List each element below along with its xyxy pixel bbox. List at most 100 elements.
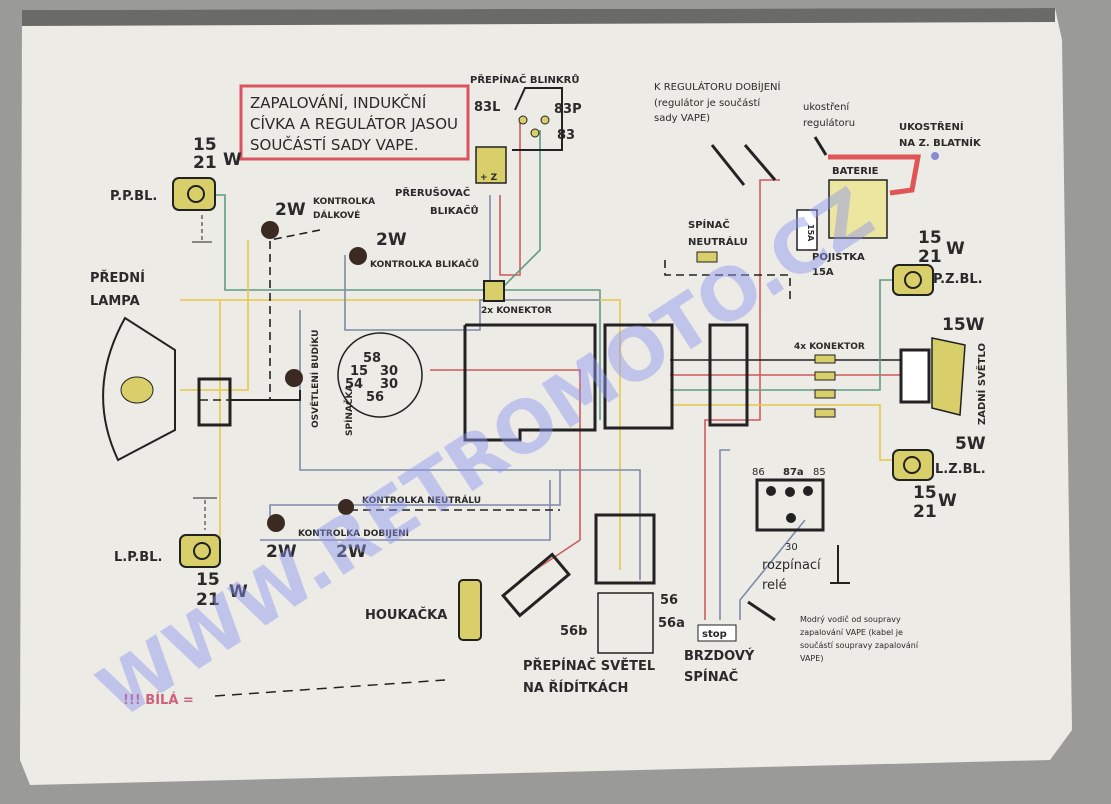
brake-switch-stop: stop [702,629,727,640]
flasher-title: PŘERUŠOVAČ [395,186,470,199]
blinker-label: P.Z.BL. [933,272,983,287]
headlamp-label: LAMPA [90,294,140,309]
wattage: 21 [196,590,220,610]
wattage: 15 [918,228,942,248]
tail-light [931,337,966,416]
blinker-indicator-lamp [349,247,367,265]
blue-wire-note: zapalování VAPE (kabel je [800,628,903,637]
lamp-label: KONTROLKA BLIKAČŮ [370,258,479,270]
terminal-label: 56 [366,390,384,405]
battery-title: BATERIE [832,166,879,177]
wattage: W [946,239,965,259]
neutral-lamp [338,499,354,515]
ground-note: UKOSTŘENÍ [899,120,964,133]
ground-note: NA Z. BLATNÍK [899,136,982,149]
blue-wire-note: Modrý vodič od soupravy [800,614,901,624]
wire-blue-4 [719,449,730,620]
wire-white-dashed-3 [664,260,791,300]
legend-dashed-line [214,679,446,697]
wattage: 5W [955,434,986,454]
headlamp [102,316,176,462]
notice-line: SOUČÁSTÍ SADY VAPE. [250,135,419,154]
relay [755,478,825,532]
front-left-blinker [179,497,221,568]
lamp-watt: 2W [275,200,306,220]
wire-green [215,194,601,420]
wire-white-dashed [200,229,321,401]
arrow-icon [710,136,828,622]
terminal-label: 87a [783,467,804,478]
terminal-label: 86 [752,467,765,478]
terminal-label: 58 [363,351,381,366]
light-switch-label: NA ŘÍDÍTKÁCH [523,680,628,696]
terminal [540,115,550,125]
wattage: W [229,582,248,602]
wattage: 15 [193,135,217,155]
lamp-label: KONTROLKA NEUTRÁLU [362,494,481,506]
lamp-watt: 2W [336,542,367,562]
wattage: 15 [196,570,220,590]
wire-black-2 [230,390,301,401]
fuse-rating: 15A [812,267,834,278]
terminal-label: 54 [345,377,363,392]
wattage: 21 [913,502,937,522]
lamp-watt: 2W [266,542,297,562]
light-switch [597,592,654,654]
notice-box [239,84,470,161]
relay-label: rozpínací [762,558,821,573]
brake-switch [697,624,737,642]
light-switch-box [594,513,656,585]
wire-red-2 [704,179,780,620]
wire-yellow-2 [180,240,249,391]
wire-blue [344,255,600,331]
terminal [518,115,528,125]
wattage: 21 [918,247,942,267]
terminal-label: 30 [380,364,398,379]
terminal [530,128,540,138]
regulator-note: sady VAPE) [654,113,710,124]
wattage: W [938,491,957,511]
ignition-switch-label: SPÍNAČKA [343,384,355,436]
tail-light-connector [899,348,931,404]
flasher-terminals: + Z [480,173,498,183]
neutral-switch [696,251,718,263]
regulator-ground-note: regulátoru [803,117,855,129]
ignition-switch [337,332,423,418]
front-right-blinker [172,177,216,243]
turn-switch-body [512,87,563,151]
ground-bolt-icon [931,152,939,160]
blinker-label: L.Z.BL. [935,462,986,477]
paper-sheet [20,8,1072,785]
wire-yellow-4 [670,404,895,461]
wire-green-3 [670,279,900,391]
horn-relay [501,552,571,618]
battery [828,179,888,239]
paper-edge [22,8,1055,26]
terminal-label: 56a [658,616,685,631]
wattage: 15 [913,483,937,503]
tail-light-label: ZADNÍ SVĚTLO [975,343,988,425]
rear-right-blinker [892,264,934,296]
terminal-label: 83 [557,128,575,143]
battery-ground-strap [828,154,921,196]
gauge-light-lamp [285,369,303,387]
terminal-label: 83L [474,100,500,115]
neutral-switch-title: SPÍNAČ [688,218,730,231]
wires [180,120,900,620]
blue-wire-note: součástí soupravy zapalování [800,640,919,650]
fuse-title: POJISTKA [812,252,865,263]
ignition-unit [463,323,597,442]
ignition-coil [708,323,749,427]
wire-red-3 [430,369,581,581]
notice-line: ZAPALOVÁNÍ, INDUKČNÍ [250,93,426,112]
terminal-label: 56 [660,593,678,608]
high-beam-lamp [261,221,279,239]
wire-yellow [180,299,621,570]
notice-line: CÍVKA A REGULÁTOR JASOU [250,114,458,133]
connector-2x [483,280,505,302]
lamp-label: KONTROLKA DOBIJENÍ [298,527,410,539]
blinker-label: L.P.BL. [114,550,162,565]
wire-blue-6 [260,480,551,541]
